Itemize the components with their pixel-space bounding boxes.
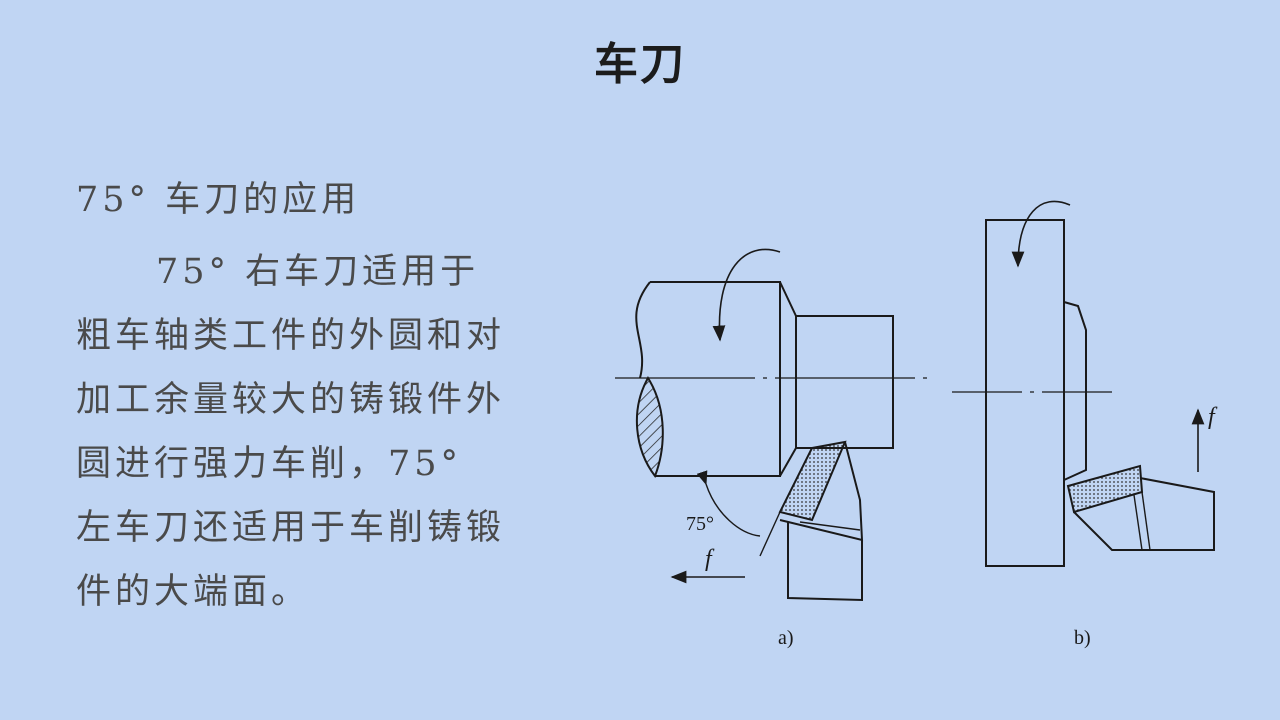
diagram-a xyxy=(615,248,935,602)
disc-back-step xyxy=(1063,301,1087,481)
tool-edge-line-b xyxy=(1141,491,1151,551)
workpiece-disc xyxy=(985,219,1065,567)
section-heading: 75° 车刀的应用 xyxy=(76,180,361,220)
feed-label-b: f xyxy=(1208,404,1218,430)
rotation-arrow-b xyxy=(1011,200,1071,268)
feed-label-a: f xyxy=(705,546,715,572)
break-line-top xyxy=(635,281,651,379)
angle-arc xyxy=(696,470,761,537)
tool-body-b xyxy=(1073,477,1215,551)
tool-edge-line-b2 xyxy=(1133,494,1143,551)
hatched-section xyxy=(635,376,664,479)
small-diameter-step xyxy=(796,315,894,449)
angle-label: 75° xyxy=(686,513,714,535)
text-block: 75° 车刀的应用 75° 右车刀适用于粗车轴类工件的外圆和对加工余量较大的铸锻… xyxy=(76,172,516,624)
shoulder-chamfer-bottom xyxy=(779,447,797,477)
slide-title: 车刀 xyxy=(594,39,686,90)
caption-b: b) xyxy=(1074,627,1091,649)
lathe-tool-diagram: 75° f a) f b) xyxy=(615,200,1218,649)
diagram-b xyxy=(952,200,1215,567)
tool-edge-line-a xyxy=(799,521,861,531)
cutting-insert-a xyxy=(778,440,847,522)
caption-a: a) xyxy=(778,627,794,649)
section-body: 75° 右车刀适用于粗车轴类工件的外圆和对加工余量较大的铸锻件外圆进行强力车削，… xyxy=(76,252,506,612)
workpiece-body xyxy=(650,281,781,477)
shoulder-chamfer-top xyxy=(779,281,797,317)
tool-head-a xyxy=(779,441,864,542)
tool-shank-a xyxy=(787,522,863,602)
angle-ref-line xyxy=(759,511,781,557)
lathe-tool-figure: 75° f a) f b) xyxy=(600,180,1240,660)
rotation-arrow-a xyxy=(712,248,781,342)
